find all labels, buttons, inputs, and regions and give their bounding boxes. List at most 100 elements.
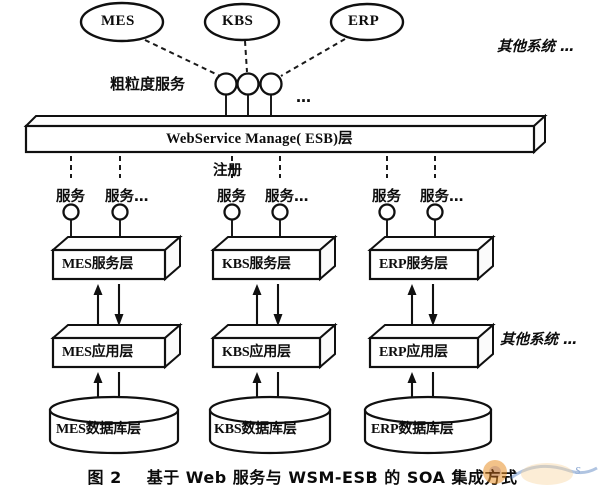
box-label-suffix: 应用层 xyxy=(91,344,134,360)
dashed-link-erp xyxy=(280,38,346,77)
service-node-erp-2[interactable] xyxy=(426,203,444,221)
box-label-prefix: ERP xyxy=(379,257,407,272)
box-front-face xyxy=(368,336,480,369)
service-label-kbs-1: 服务 xyxy=(217,189,246,205)
other-systems-mid-label: 其他系统 … xyxy=(500,332,578,348)
box-kbs-service-layer[interactable] xyxy=(210,234,338,282)
arrow-up-head xyxy=(252,372,262,383)
box-erp-application-layer[interactable] xyxy=(367,322,496,370)
figure-caption-text: 基于 Web 服务与 WSM-ESB 的 SOA 集成方式 xyxy=(146,468,518,487)
box-label-suffix: 服务层 xyxy=(406,256,448,272)
other-systems-top-label: 其他系统 … xyxy=(497,39,575,55)
cylinder-kbs-database-layer[interactable] xyxy=(208,395,332,455)
column-erp xyxy=(363,234,496,455)
ellipse-label-kbs: KBS xyxy=(222,13,254,29)
cylinder-label-erp-database-layer: ERP数据库层 xyxy=(371,422,454,437)
cylinder-label-kbs-database-layer: KBS数据库层 xyxy=(214,422,297,437)
box-label-prefix: MES xyxy=(62,345,92,360)
box-label-mes-application-layer: MES应用层 xyxy=(62,345,133,360)
box-label-kbs-service-layer: KBS服务层 xyxy=(222,257,291,272)
cylinder-label-mes-database-layer: MES数据库层 xyxy=(56,422,141,437)
cylinder-label-suffix: 数据库层 xyxy=(241,421,297,437)
arrows-kbs-service-application xyxy=(252,284,283,326)
box-label-erp-application-layer: ERP应用层 xyxy=(379,345,448,360)
service-label-kbs-2: 服务… xyxy=(265,189,309,205)
cylinder-mes-database-layer[interactable] xyxy=(48,395,180,455)
ellipse-mes[interactable] xyxy=(79,1,165,43)
box-front-face xyxy=(211,336,322,369)
cylinder-label-prefix: MES xyxy=(56,422,86,437)
arrow-down-head xyxy=(114,314,124,326)
dashed-link-kbs xyxy=(244,40,248,73)
box-top-face xyxy=(367,324,496,339)
arrow-down-head xyxy=(428,314,438,326)
service-label-erp-2: 服务… xyxy=(420,189,464,205)
esb-bar-front-face xyxy=(24,124,536,154)
box-top-face xyxy=(367,236,496,251)
box-label-suffix: 应用层 xyxy=(406,344,448,360)
fine-service-nodes xyxy=(62,203,444,243)
arrow-up-head xyxy=(93,284,103,295)
cylinder-label-prefix: ERP xyxy=(371,422,399,437)
box-front-face xyxy=(368,248,480,281)
esb-bar-label-latin: WebService Manage( ESB) xyxy=(166,131,339,147)
arrows-erp-service-application xyxy=(407,284,438,326)
arrow-up-head xyxy=(93,372,103,383)
coarse-node-3[interactable] xyxy=(259,72,283,96)
box-top-face xyxy=(210,236,338,251)
service-label-erp-1: 服务 xyxy=(372,189,401,205)
box-top-face xyxy=(50,236,183,251)
coarse-node-2[interactable] xyxy=(236,72,260,96)
box-label-prefix: KBS xyxy=(222,345,250,360)
figure-caption: 图 2 基于 Web 服务与 WSM-ESB 的 SOA 集成方式 xyxy=(0,464,605,488)
service-node-erp-1[interactable] xyxy=(378,203,396,221)
esb-bar-top-face xyxy=(23,115,548,127)
top-system-ellipses xyxy=(79,1,405,43)
box-mes-application-layer[interactable] xyxy=(50,322,183,370)
arrow-up-head xyxy=(407,284,417,295)
dashed-link-mes xyxy=(144,39,221,77)
box-front-face xyxy=(51,336,167,369)
box-label-erp-service-layer: ERP服务层 xyxy=(379,257,448,272)
cylinder-top-ellipse xyxy=(208,395,332,425)
box-top-face xyxy=(210,324,338,339)
box-label-prefix: ERP xyxy=(379,345,407,360)
ellipse-label-erp: ERP xyxy=(348,13,380,29)
box-label-suffix: 服务层 xyxy=(91,256,134,272)
box-label-mes-service-layer: MES服务层 xyxy=(62,257,133,272)
dashed-links-services xyxy=(70,156,436,178)
box-label-prefix: KBS xyxy=(222,257,250,272)
cylinder-label-suffix: 数据库层 xyxy=(398,421,454,437)
arrow-up-head xyxy=(252,284,262,295)
cylinder-top-ellipse xyxy=(48,395,180,425)
box-label-prefix: MES xyxy=(62,257,92,272)
box-front-face xyxy=(51,248,167,281)
esb-bar-label-cn: 层 xyxy=(338,131,353,147)
dashed-links-coarse xyxy=(144,38,346,77)
box-mes-service-layer[interactable] xyxy=(50,234,183,282)
ellipse-label-mes: MES xyxy=(101,13,135,29)
coarse-grained-service-label: 粗粒度服务 xyxy=(110,75,186,93)
cylinder-erp-database-layer[interactable] xyxy=(363,395,493,455)
figure-caption-number: 图 2 xyxy=(87,468,122,487)
service-label-mes-2: 服务… xyxy=(105,189,149,205)
box-top-face xyxy=(50,324,183,339)
cylinder-label-prefix: KBS xyxy=(214,422,242,437)
service-node-kbs-1[interactable] xyxy=(223,203,241,221)
service-node-kbs-2[interactable] xyxy=(271,203,289,221)
esb-bar-shape[interactable] xyxy=(23,113,548,155)
ellipse-kbs[interactable] xyxy=(203,2,281,42)
esb-bar-label: WebService Manage( ESB)层 xyxy=(166,131,353,147)
ellipse-erp[interactable] xyxy=(329,2,405,42)
box-label-suffix: 服务层 xyxy=(249,256,291,272)
service-node-mes-1[interactable] xyxy=(62,203,80,221)
arrows-mes-service-application xyxy=(93,284,124,326)
coarse-node-1[interactable] xyxy=(214,72,238,96)
arrow-down-head xyxy=(273,314,283,326)
box-kbs-application-layer[interactable] xyxy=(210,322,338,370)
cylinder-top-ellipse xyxy=(363,395,493,425)
service-node-mes-2[interactable] xyxy=(111,203,129,221)
box-erp-service-layer[interactable] xyxy=(367,234,496,282)
